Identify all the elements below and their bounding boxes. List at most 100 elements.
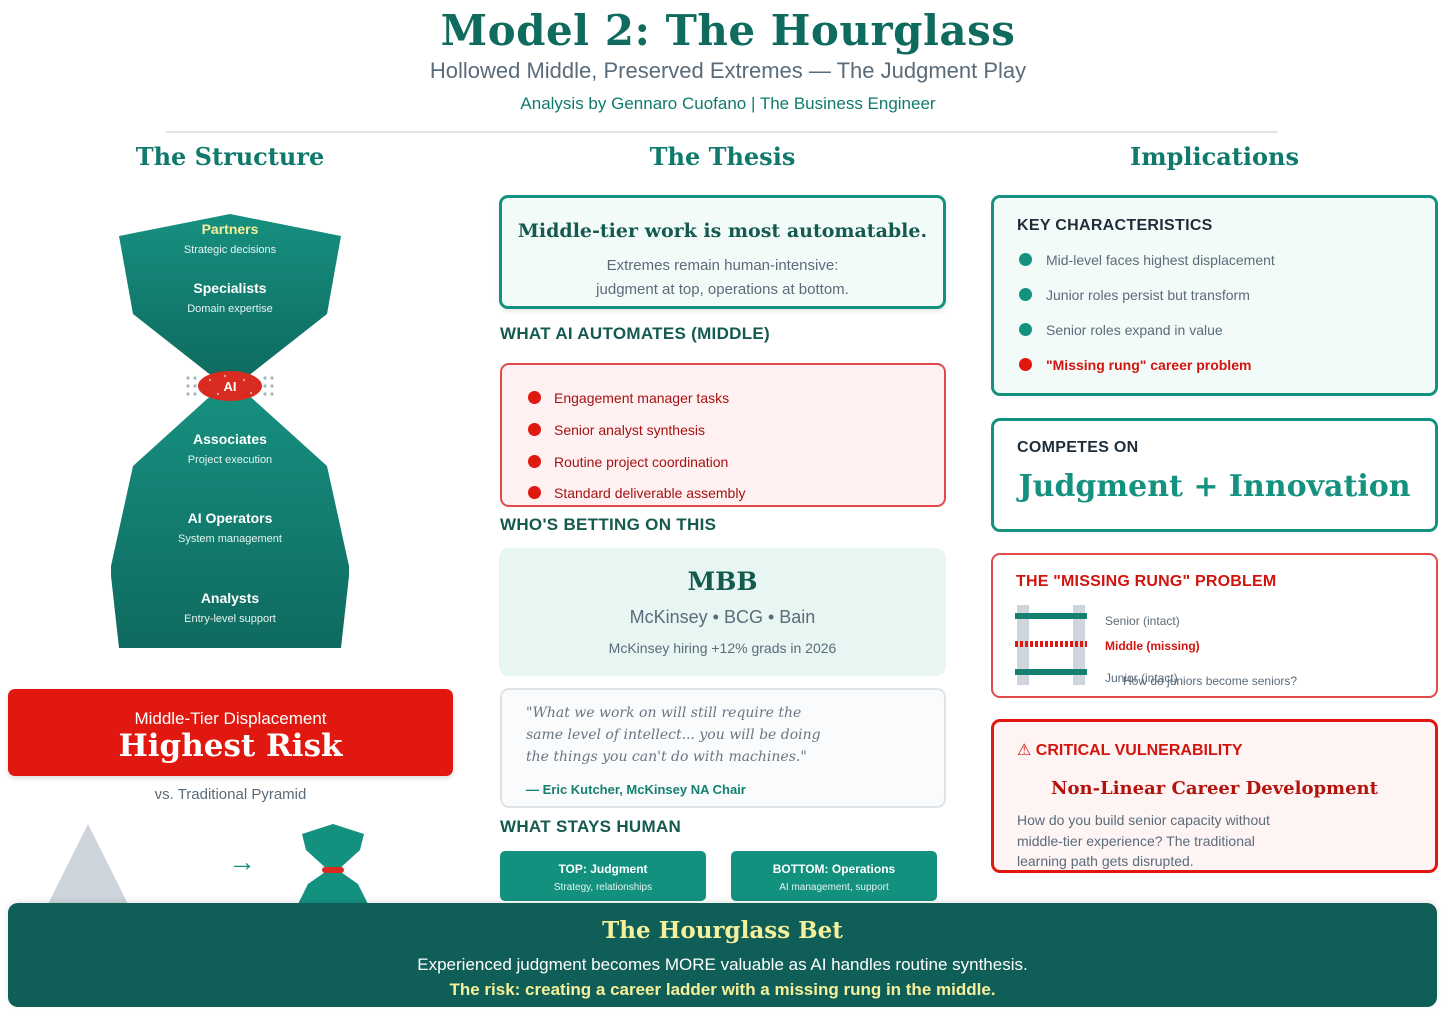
key-characteristics-heading: KEY CHARACTERISTICS [1017, 217, 1213, 234]
thesis-detail: Extremes remain human-intensive: [606, 257, 839, 274]
page-subtitle: Hollowed Middle, Preserved Extremes — Th… [429, 58, 1027, 83]
list-item: Senior analyst synthesis [528, 422, 705, 438]
tier-name: AI Operators [187, 510, 273, 526]
list-item: Mid-level faces highest displacement [1019, 252, 1275, 268]
list-item: Engagement manager tasks [528, 390, 729, 406]
hourglass-diagram [111, 214, 349, 648]
ai-center-node [198, 371, 262, 401]
tier-specialists: Specialists Domain expertise [105, 280, 355, 315]
list-item-label: Senior roles expand in value [1046, 322, 1223, 338]
vulnerability-box: ⚠ CRITICAL VULNERABILITY Non-Linear Care… [991, 719, 1438, 873]
hourglass-bet-banner: The Hourglass Bet Experienced judgment b… [8, 903, 1437, 1007]
vulnerability-text: learning path gets disrupted. [1017, 853, 1194, 869]
tier-name: Specialists [193, 280, 267, 296]
list-item: Junior roles persist but transform [1019, 287, 1250, 303]
header-divider [166, 131, 1278, 133]
list-item-label: "Missing rung" career problem [1046, 357, 1252, 373]
missing-rung-box: THE "MISSING RUNG" PROBLEM Senior (intac… [991, 553, 1438, 698]
tier-name: Partners [201, 221, 259, 237]
competes-heading: COMPETES ON [1017, 439, 1139, 456]
vulnerability-text: middle-tier experience? The traditional [1017, 833, 1255, 849]
bullet-icon [1019, 358, 1032, 371]
list-item-label: Routine project coordination [554, 454, 729, 470]
arrow-right-icon: → [228, 846, 256, 877]
tier-ai-operators: AI Operators System management [105, 510, 355, 545]
risk-box: Middle-Tier Displacement Highest Risk [8, 689, 453, 776]
bullet-icon [528, 455, 541, 468]
tier-desc: Domain expertise [187, 303, 273, 315]
bullet-icon [1019, 288, 1032, 301]
risk-label: Middle-Tier Displacement [134, 709, 327, 728]
quote-text: the things you can't do with machines." [526, 749, 807, 765]
card-title: BOTTOM: Operations [772, 862, 896, 876]
quote-box: "What we work on will still require the … [500, 688, 946, 808]
thesis-detail: judgment at top, operations at bottom. [596, 281, 849, 298]
bullet-icon [1019, 323, 1032, 336]
comparison-label: vs. Traditional Pyramid [154, 786, 307, 803]
list-item: Senior roles expand in value [1019, 322, 1223, 338]
list-item-label: Senior analyst synthesis [554, 422, 705, 438]
mini-hourglass-icon [298, 824, 368, 904]
list-item: Routine project coordination [528, 454, 728, 470]
ai-node-texture [208, 374, 253, 396]
vulnerability-title: Non-Linear Career Development [1051, 778, 1378, 799]
byline: Analysis by Gennaro Cuofano | The Busine… [520, 94, 936, 113]
mbb-note: McKinsey hiring +12% grads in 2026 [608, 640, 837, 656]
risk-value: Highest Risk [118, 728, 343, 764]
vulnerability-heading: ⚠ CRITICAL VULNERABILITY [1017, 742, 1243, 759]
rung-senior-label: Senior (intact) [1105, 614, 1180, 628]
quote-attribution: — Eric Kutcher, McKinsey NA Chair [526, 782, 746, 797]
list-item-label: Junior roles persist but transform [1046, 287, 1250, 303]
rung-question: How do juniors become seniors? [1123, 674, 1298, 688]
tier-name: Associates [193, 431, 267, 447]
competes-value: Judgment + Innovation [1018, 469, 1411, 504]
stays-human-top-card: TOP: Judgment Strategy, relationships [500, 851, 706, 901]
list-item: "Missing rung" career problem [1019, 357, 1251, 373]
tier-associates: Associates Project execution [105, 431, 355, 466]
bullet-icon [528, 423, 541, 436]
banner-title: The Hourglass Bet [602, 917, 843, 944]
card-desc: AI management, support [779, 882, 889, 893]
automates-box: Engagement manager tasks Senior analyst … [500, 363, 946, 507]
quote-text: same level of intellect... you will be d… [526, 727, 821, 743]
tier-desc: Entry-level support [184, 613, 276, 625]
card-title: TOP: Judgment [558, 862, 648, 876]
rung-junior-label: Junior (intact) [1105, 671, 1178, 685]
tier-name: Analysts [200, 590, 260, 606]
list-item-label: Engagement manager tasks [554, 390, 730, 406]
ai-dots [186, 376, 274, 396]
tier-partners: Partners Strategic decisions [105, 221, 355, 256]
list-item: Standard deliverable assembly [528, 485, 745, 501]
hourglass-top-section [119, 214, 341, 380]
banner-text: Experienced judgment becomes MORE valuab… [417, 955, 1028, 974]
bullet-icon [528, 486, 541, 499]
bullet-icon [528, 391, 541, 404]
automates-heading: WHAT AI AUTOMATES (MIDDLE) [500, 324, 771, 343]
competes-box: COMPETES ON Judgment + Innovation [991, 418, 1438, 532]
mbb-firms: McKinsey • BCG • Bain [629, 607, 816, 627]
hourglass-bottom-section [111, 390, 349, 648]
missing-rung-heading: THE "MISSING RUNG" PROBLEM [1016, 573, 1277, 590]
list-item-label: Mid-level faces highest displacement [1046, 252, 1275, 268]
ladder-icon [1015, 605, 1087, 685]
stays-human-bottom-card: BOTTOM: Operations AI management, suppor… [731, 851, 937, 901]
card-desc: Strategy, relationships [553, 882, 653, 893]
column-heading-structure: The Structure [135, 142, 325, 171]
betting-heading: WHO'S BETTING ON THIS [500, 515, 717, 534]
ai-center-label: AI [223, 379, 237, 394]
column-heading-implications: Implications [1130, 142, 1299, 171]
tier-desc: Project execution [187, 454, 273, 466]
banner-risk: The risk: creating a career ladder with … [449, 980, 996, 999]
stays-human-heading: WHAT STAYS HUMAN [500, 817, 682, 836]
list-item-label: Standard deliverable assembly [554, 485, 746, 501]
page-title: Model 2: The Hourglass [440, 6, 1016, 55]
column-heading-thesis: The Thesis [649, 142, 796, 171]
bullet-icon [1019, 253, 1032, 266]
tier-desc: Strategic decisions [183, 244, 277, 256]
pyramid-icon [48, 824, 128, 904]
tier-analysts: Analysts Entry-level support [105, 590, 355, 625]
thesis-statement: Middle-tier work is most automatable. [517, 220, 928, 242]
tier-desc: System management [178, 533, 282, 545]
thesis-box: Middle-tier work is most automatable. Ex… [499, 195, 946, 309]
key-characteristics-box: KEY CHARACTERISTICS Mid-level faces high… [991, 195, 1438, 396]
